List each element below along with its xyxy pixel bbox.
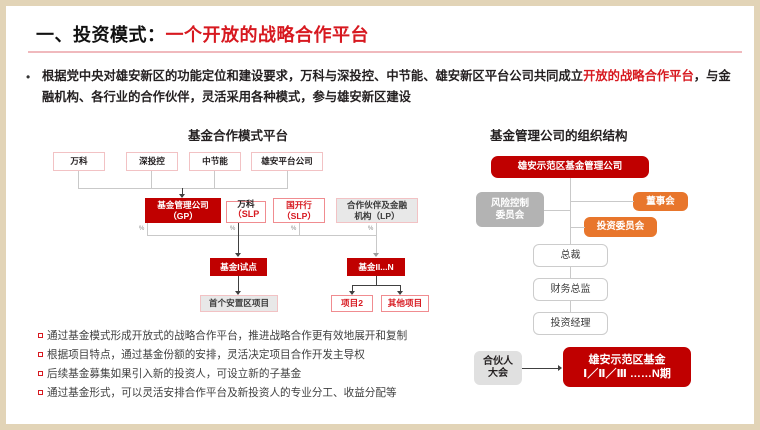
connector-funding-bus [147, 235, 377, 236]
arrow-to-project2-icon [349, 291, 355, 295]
connector-fund2-right-drop [400, 285, 401, 294]
lead-text-part2: ，与金融机构、各行业的合作伙伴，灵活采用各种模式，参与雄安新区建设 [42, 69, 731, 104]
node-xiongan-fund-phases[interactable]: 雄安示范区基金 Ⅰ／Ⅱ／Ⅲ ……N期 [563, 347, 691, 387]
connector-fund1-to-project [238, 276, 239, 294]
node-vanke-slp-role: （SLP [232, 209, 260, 219]
node-other-project[interactable]: 其他项目 [381, 295, 429, 312]
node-vanke-slp[interactable]: 万科 （SLP [226, 199, 266, 223]
arrow-bus-to-gp-icon [179, 194, 185, 198]
list-item-text: 根据项目特点，通过基金份额的安排，灵活决定项目合作开发主导权 [47, 349, 365, 361]
page-title-highlight: 一个开放的战略合作平台 [165, 25, 369, 45]
connector-bus-to-fund1 [238, 223, 239, 256]
bullet-dot-icon: • [26, 70, 31, 84]
node-investment-committee[interactable]: 投资委员会 [584, 217, 657, 237]
square-bullet-icon [38, 333, 43, 338]
square-bullet-icon [38, 390, 43, 395]
node-board-of-directors[interactable]: 董事会 [633, 192, 688, 211]
arrow-fund1-to-project-icon [235, 291, 241, 295]
node-project-2[interactable]: 项目2 [331, 295, 373, 312]
arrow-bus-to-fund2-icon [373, 253, 379, 257]
node-vanke-slp-name: 万科 [237, 199, 255, 209]
connector-cecep-down [214, 171, 215, 188]
node-shareholder-vanke[interactable]: 万科 [53, 152, 105, 171]
node-fund-1-pilot[interactable]: 基金I试点 [210, 258, 267, 276]
node-shareholder-xiongan-platform[interactable]: 雄安平台公司 [251, 152, 323, 171]
list-item-text: 通过基金模式形成开放式的战略合作平台，推进战略合作更有效地展开和复制 [47, 330, 408, 342]
lead-paragraph-text: 根据党中央对雄安新区的功能定位和建设要求，万科与深投控、中节能、雄安新区平台公司… [42, 66, 742, 108]
connector-bus-to-fund2 [376, 235, 377, 256]
slide-canvas: 一、投资模式：一个开放的战略合作平台 • 根据党中央对雄安新区的功能定位和建设要… [6, 6, 754, 424]
connector-gp-stub [147, 223, 148, 235]
arrow-bus-to-fund1-icon [235, 253, 241, 257]
pct-label-lp: % [368, 226, 374, 232]
node-risk-control-committee[interactable]: 风险控制 委员会 [476, 192, 544, 227]
connector-shenzhen-down [151, 171, 152, 188]
node-fund-management-company-gp[interactable]: 基金管理公司 （GP） [145, 198, 221, 223]
node-cdb-slp[interactable]: 国开行 （SLP） [273, 198, 325, 223]
right-chart-title: 基金管理公司的组织结构 [490, 129, 628, 143]
pct-label-cdb: % [291, 226, 297, 232]
list-item-text: 后续基金募集如果引入新的投资人，可设立新的子基金 [47, 368, 302, 380]
node-cfo[interactable]: 财务总监 [533, 278, 608, 301]
list-item: 根据项目特点，通过基金份额的安排，灵活决定项目合作开发主导权 [38, 345, 458, 364]
bullet-list: 通过基金模式形成开放式的战略合作平台，推进战略合作更有效地展开和复制 根据项目特… [38, 326, 458, 402]
connector-board-to-spine [570, 201, 634, 202]
title-divider [28, 51, 742, 53]
connector-cdb-stub [299, 223, 300, 235]
page-title: 一、投资模式：一个开放的战略合作平台 [36, 21, 369, 47]
arrow-partner-to-fund-icon [558, 365, 562, 371]
connector-risk-to-spine [544, 210, 571, 211]
node-ceo[interactable]: 总裁 [533, 244, 608, 267]
connector-vanke-down [78, 171, 79, 188]
node-investment-manager[interactable]: 投资经理 [533, 312, 608, 335]
pct-label-gp: % [139, 226, 145, 232]
connector-fund2-bus [352, 285, 401, 286]
connector-fund2-down [376, 276, 377, 285]
pct-label-vanke-slp: % [230, 226, 236, 232]
node-partners-and-financial-institutions-lp[interactable]: 合作伙伴及金融 机构（LP） [336, 198, 418, 223]
square-bullet-icon [38, 371, 43, 376]
list-item: 后续基金募集如果引入新的投资人，可设立新的子基金 [38, 364, 458, 383]
connector-bus-to-gp [182, 188, 183, 197]
node-shareholder-shenzhen-investment[interactable]: 深投控 [126, 152, 178, 171]
node-first-resettlement-project[interactable]: 首个安置区项目 [200, 295, 278, 312]
connector-invest-committee-to-spine [570, 227, 585, 228]
connector-shareholder-bus [78, 188, 288, 189]
square-bullet-icon [38, 352, 43, 357]
node-fund-2-to-n[interactable]: 基金II...N [347, 258, 405, 276]
left-chart-title: 基金合作模式平台 [188, 129, 289, 143]
list-item: 通过基金形式，可以灵活安排合作平台及新投资人的专业分工、收益分配等 [38, 383, 458, 402]
lead-paragraph: • 根据党中央对雄安新区的功能定位和建设要求，万科与深投控、中节能、雄安新区平台… [26, 66, 742, 108]
lead-text-highlight: 开放的战略合作平台 [583, 69, 694, 83]
node-partner-general-meeting[interactable]: 合伙人 大会 [474, 351, 522, 385]
lead-text-part1: 根据党中央对雄安新区的功能定位和建设要求，万科与深投控、中节能、雄安新区平台公司… [42, 69, 584, 83]
list-item-text: 通过基金形式，可以灵活安排合作平台及新投资人的专业分工、收益分配等 [47, 387, 397, 399]
connector-xiongan-down [287, 171, 288, 188]
page-title-prefix: 一、投资模式： [36, 25, 166, 45]
connector-fund2-left-drop [352, 285, 353, 294]
list-item: 通过基金模式形成开放式的战略合作平台，推进战略合作更有效地展开和复制 [38, 326, 458, 345]
node-xiongan-fund-management-company[interactable]: 雄安示范区基金管理公司 [491, 156, 649, 178]
connector-lp-stub [376, 223, 377, 235]
arrow-to-other-project-icon [397, 291, 403, 295]
node-shareholder-cecep[interactable]: 中节能 [189, 152, 241, 171]
connector-partner-to-fund [522, 368, 559, 369]
